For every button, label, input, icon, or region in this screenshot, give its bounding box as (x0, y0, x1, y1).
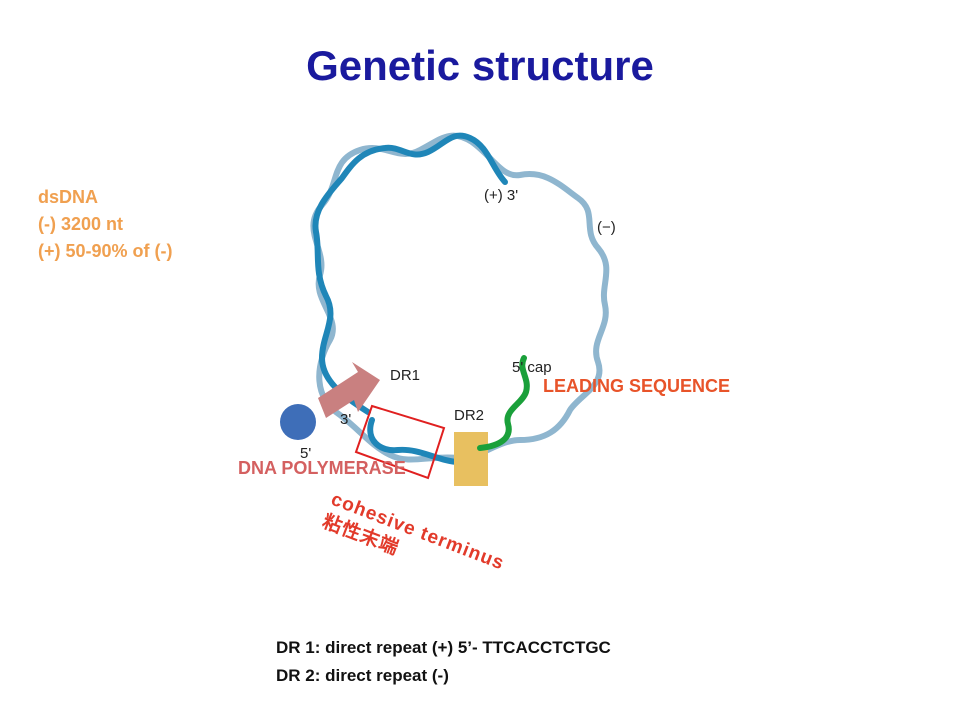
dr1-arrow (318, 362, 380, 418)
cohesive-terminus-box (354, 404, 446, 480)
dna-polymerase (280, 404, 316, 440)
dr1-definition: DR 1: direct repeat (+) 5’- TTCACCTCTGC (276, 638, 611, 657)
five-cap-label: 5' cap (512, 359, 552, 376)
genome-info: dsDNA (-) 3200 nt (+) 50-90% of (-) (38, 184, 173, 265)
leading-sequence (477, 355, 530, 451)
minus-strand-length: (-) 3200 nt (38, 214, 124, 234)
plus-3-label: (+) 3' (484, 187, 518, 204)
dr1-label: DR1 (390, 367, 420, 384)
dna-polymerase-label: DNA POLYMERASE (238, 458, 406, 478)
minus-label: (−) (597, 219, 616, 236)
plus-strand-tail (367, 417, 463, 465)
footer-notes: DR 1: direct repeat (+) 5’- TTCACCTCTGC … (276, 634, 611, 690)
dr2-label: DR2 (454, 407, 484, 424)
plus-strand (312, 132, 508, 415)
genome-type: dsDNA (38, 187, 99, 207)
dr2-definition: DR 2: direct repeat (-) (276, 666, 449, 685)
dr2-region (454, 432, 488, 486)
leading-sequence-label: LEADING SEQUENCE (543, 376, 731, 396)
page-title: Genetic structure (306, 42, 654, 89)
five-prime-label: 5' (300, 445, 311, 462)
plus-strand-length: (+) 50-90% of (-) (38, 241, 173, 261)
three-prime-label: 3' (340, 411, 351, 428)
